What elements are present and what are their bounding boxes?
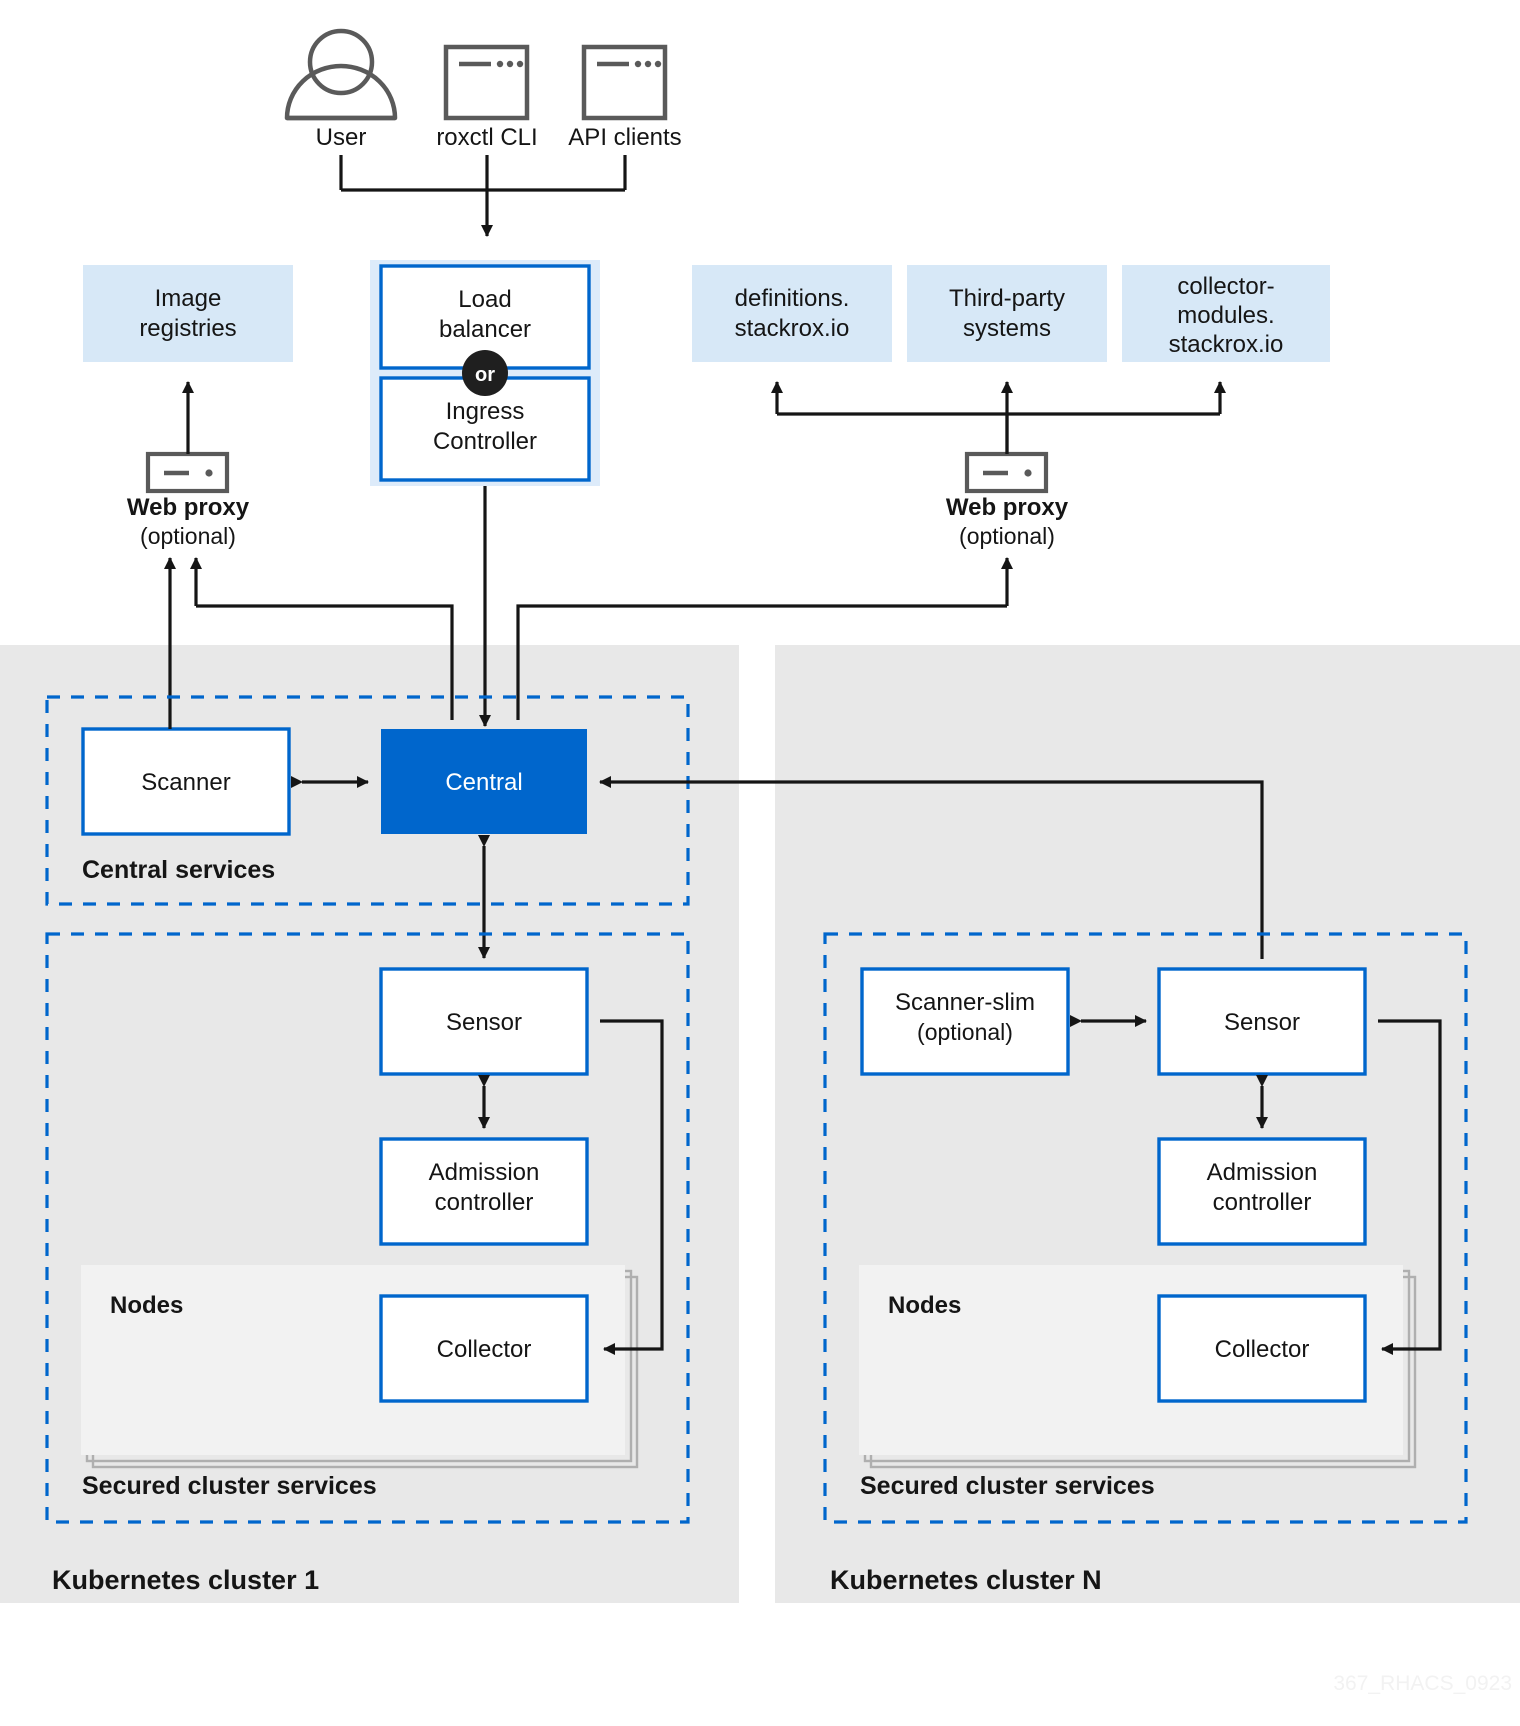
load-balancer-line1: Load bbox=[458, 286, 511, 313]
web-proxy-right-icon bbox=[964, 451, 1049, 494]
cluster-n-sensor-box: Sensor bbox=[1157, 967, 1367, 1076]
upper-connectors bbox=[164, 381, 1226, 727]
actor-label-roxctl: roxctl CLI bbox=[436, 124, 537, 151]
cluster-1-admission-line2: controller bbox=[435, 1189, 534, 1216]
user-icon bbox=[284, 28, 398, 121]
watermark: 367_RHACS_0923 bbox=[1333, 1672, 1512, 1695]
central-services-group: Central services bbox=[45, 695, 690, 906]
actor-connectors bbox=[339, 155, 627, 237]
or-badge bbox=[462, 350, 508, 396]
collector-modules-line2: modules. bbox=[1177, 302, 1274, 329]
image-registries-line2: registries bbox=[139, 315, 236, 342]
cluster-1-sensor-label: Sensor bbox=[446, 1009, 522, 1036]
cluster-1-name: Kubernetes cluster 1 bbox=[52, 1565, 319, 1595]
scanner-box: Scanner bbox=[81, 727, 291, 836]
terminal-window-icon-roxctl bbox=[443, 44, 530, 121]
cluster-n-name: Kubernetes cluster N bbox=[830, 1565, 1102, 1595]
central-services-connectors bbox=[168, 720, 1264, 959]
image-registries-line1: Image bbox=[155, 285, 222, 312]
cluster-n-admission-line2: controller bbox=[1213, 1189, 1312, 1216]
central-label: Central bbox=[445, 769, 522, 796]
cluster-1-collector-box: Collector bbox=[379, 1294, 589, 1403]
cluster-n-secured-label: Secured cluster services bbox=[860, 1472, 1155, 1500]
external-box-definitions: definitions. stackrox.io bbox=[692, 265, 892, 362]
terminal-window-icon-api bbox=[581, 44, 668, 121]
web-proxy-left-line2: (optional) bbox=[140, 523, 236, 549]
cluster-1-inner-connectors bbox=[478, 1019, 664, 1355]
actor-label-user: User bbox=[316, 124, 367, 151]
external-box-collector-modules: collector- modules. stackrox.io bbox=[1122, 265, 1330, 362]
cluster-n-nodes-label: Nodes bbox=[888, 1292, 961, 1319]
web-proxy-right-line2: (optional) bbox=[959, 523, 1055, 549]
third-party-line2: systems bbox=[963, 315, 1051, 342]
cluster-n-scanner-slim-line2: (optional) bbox=[917, 1019, 1013, 1045]
external-box-third-party: Third-party systems bbox=[907, 265, 1107, 362]
scanner-label: Scanner bbox=[141, 769, 230, 796]
cluster-1-admission-controller-box: Admission controller bbox=[379, 1137, 589, 1246]
cluster-1-secured-services: Secured cluster services bbox=[45, 932, 690, 1524]
cluster-n-inner-connectors bbox=[1070, 1015, 1442, 1355]
collector-modules-line3: stackrox.io bbox=[1169, 331, 1284, 358]
cluster-n-secured-services: Secured cluster services bbox=[823, 932, 1468, 1524]
web-proxy-left-line1: Web proxy bbox=[127, 494, 250, 521]
cluster-1-admission-line1: Admission bbox=[429, 1159, 540, 1186]
central-services-label: Central services bbox=[82, 856, 275, 884]
cluster-n-collector-box: Collector bbox=[1157, 1294, 1367, 1403]
definitions-line1: definitions. bbox=[735, 285, 850, 312]
central-box: Central bbox=[381, 729, 587, 834]
cluster-n-collector-label: Collector bbox=[1215, 1336, 1310, 1363]
cluster-n-admission-line1: Admission bbox=[1207, 1159, 1318, 1186]
load-balancer-line2: balancer bbox=[439, 316, 531, 343]
web-proxy-left-icon bbox=[145, 451, 230, 494]
external-box-image-registries: Image registries bbox=[83, 265, 293, 362]
cluster-1-collector-label: Collector bbox=[437, 1336, 532, 1363]
cluster-n-sensor-label: Sensor bbox=[1224, 1009, 1300, 1036]
cluster-n-scanner-slim-line1: Scanner-slim bbox=[895, 989, 1035, 1016]
definitions-line2: stackrox.io bbox=[735, 315, 850, 342]
actor-label-api: API clients bbox=[568, 124, 681, 151]
ingress-controller-line2: Controller bbox=[433, 428, 537, 455]
web-proxy-right-line1: Web proxy bbox=[946, 494, 1069, 521]
cluster-1-secured-label: Secured cluster services bbox=[82, 1472, 377, 1500]
collector-modules-line1: collector- bbox=[1177, 273, 1274, 300]
cluster-1-nodes-label: Nodes bbox=[110, 1292, 183, 1319]
or-badge-label: or bbox=[475, 364, 495, 386]
ingress-controller-line1: Ingress bbox=[446, 398, 525, 425]
cluster-n-scanner-slim-box: Scanner-slim (optional) bbox=[860, 967, 1070, 1076]
cluster-n-admission-controller-box: Admission controller bbox=[1157, 1137, 1367, 1246]
third-party-line1: Third-party bbox=[949, 285, 1065, 312]
ingress-group: Load balancer Ingress Controller or bbox=[370, 260, 600, 486]
cluster-1-sensor-box: Sensor bbox=[379, 967, 589, 1076]
